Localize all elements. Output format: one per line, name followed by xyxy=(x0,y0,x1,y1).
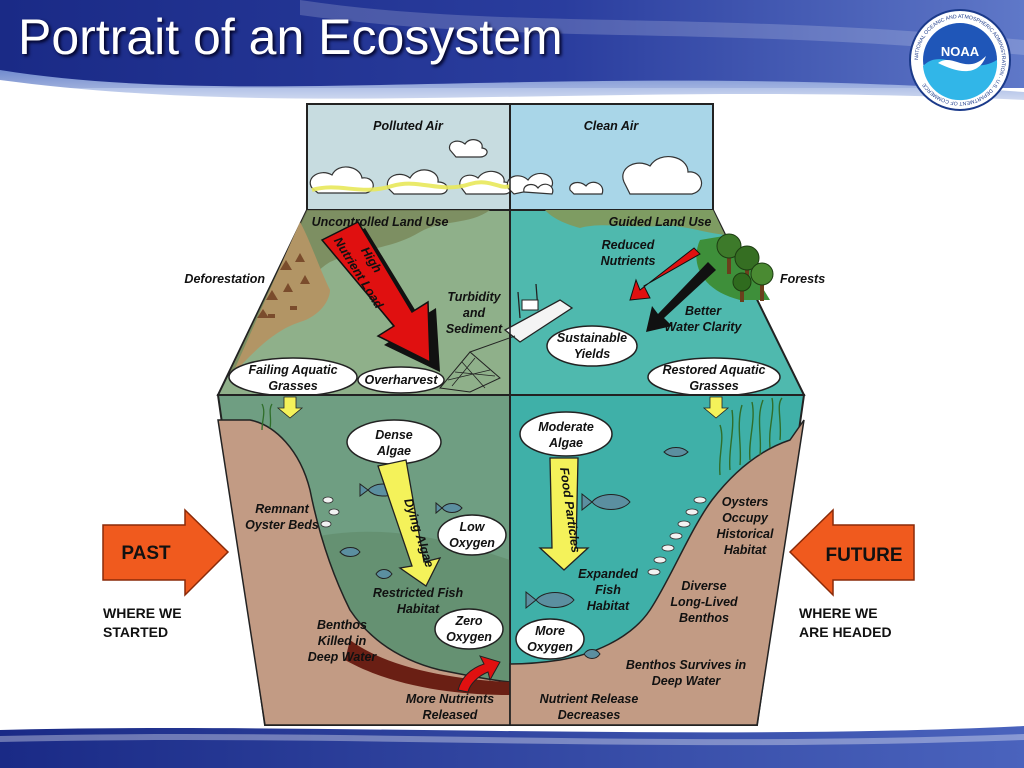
forest-trees-icon xyxy=(716,233,774,302)
overharvest-bubble xyxy=(357,366,445,394)
past-caption-1: WHERE WE xyxy=(103,605,182,621)
restored-grasses-label-1: Restored Aquatic xyxy=(662,363,765,377)
zero-oxygen-label-2: Oxygen xyxy=(446,630,492,644)
failing-grasses-label-1: Failing Aquatic xyxy=(248,363,337,377)
sustainable-label-2: Yields xyxy=(574,347,610,361)
uncontrolled-land-label: Uncontrolled Land Use xyxy=(312,215,449,229)
forest-hill xyxy=(696,235,770,300)
benthos-killed-label-1: Benthos xyxy=(317,618,367,632)
benthos-killed-label-2: Killed in xyxy=(318,634,367,648)
oysters-label-3: Historical xyxy=(717,527,774,541)
overharvest-label: Overharvest xyxy=(365,373,439,387)
oyster-cluster-icon xyxy=(647,496,707,576)
logo-text: NOAA xyxy=(941,44,980,59)
zero-oxygen-bubble xyxy=(434,608,504,650)
footer-band xyxy=(0,726,1024,768)
page-title: Portrait of an Ecosystem xyxy=(18,9,563,65)
more-oxygen-label-1: More xyxy=(535,624,565,638)
sustainable-bubble xyxy=(546,325,638,367)
better-clarity-label-2: Water Clarity xyxy=(665,320,743,334)
expanded-habitat-label-3: Habitat xyxy=(587,599,630,613)
reduced-nutrient-arrow-black xyxy=(646,262,716,332)
restored-grasses-label-2: Grasses xyxy=(689,379,738,393)
forests-label: Forests xyxy=(780,272,825,286)
restricted-habitat-label-2: Habitat xyxy=(397,602,440,616)
guided-land xyxy=(545,210,725,235)
low-oxygen-bubble xyxy=(437,514,507,556)
low-oxygen-label-2: Oxygen xyxy=(449,536,495,550)
benthos-killed-label-3: Deep Water xyxy=(308,650,378,664)
more-oxygen-label-2: Oxygen xyxy=(527,640,573,654)
future-caption-2: ARE HEADED xyxy=(799,624,892,640)
deforestation-label: Deforestation xyxy=(184,272,265,286)
oyster-remnant-icon xyxy=(320,496,340,528)
zero-oxygen-label-1: Zero xyxy=(454,614,482,628)
smog-band xyxy=(311,180,511,192)
oysters-label-2: Occupy xyxy=(722,511,769,525)
oysters-label-4: Habitat xyxy=(724,543,767,557)
moderate-algae-label-2: Algae xyxy=(548,436,583,450)
food-particles-arrow xyxy=(538,457,590,571)
future-label: FUTURE xyxy=(825,545,902,566)
clean-air-label: Clean Air xyxy=(584,119,640,133)
more-nutrients-label-1: More Nutrients xyxy=(406,692,494,706)
reduced-nutrients-label-2: Nutrients xyxy=(601,254,656,268)
future-arrow xyxy=(788,508,915,597)
oysters-label-1: Oysters xyxy=(722,495,769,509)
turbidity-label-1: Turbidity xyxy=(447,290,501,304)
diverse-benthos-label-1: Diverse xyxy=(681,579,726,593)
deforested-hills xyxy=(232,222,330,375)
polluted-air-label: Polluted Air xyxy=(373,119,444,133)
fishing-net-icon xyxy=(439,351,501,393)
remnant-oyster-label-2: Oyster Beds xyxy=(245,518,319,532)
nutrient-release-label-1: Nutrient Release xyxy=(540,692,639,706)
more-nutrients-arrow xyxy=(457,655,501,693)
moderate-algae-bubble xyxy=(519,411,613,457)
past-caption-2: STARTED xyxy=(103,624,168,640)
benthos-survives-label-1: Benthos Survives in xyxy=(626,658,747,672)
fishing-boat-icon xyxy=(469,283,574,353)
dense-algae-label-2: Algae xyxy=(376,444,411,458)
more-oxygen-bubble xyxy=(515,618,585,660)
diverse-benthos-label-3: Benthos xyxy=(679,611,729,625)
nutrient-release-label-2: Decreases xyxy=(558,708,621,722)
guided-land-label: Guided Land Use xyxy=(609,215,712,229)
low-oxygen-label-1: Low xyxy=(460,520,486,534)
reduced-nutrients-label-1: Reduced xyxy=(602,238,655,252)
benthos-survives-label-2: Deep Water xyxy=(652,674,722,688)
future-caption-1: WHERE WE xyxy=(799,605,878,621)
moderate-algae-label-1: Moderate xyxy=(538,420,594,434)
tree-stumps-icon xyxy=(257,253,310,318)
dense-algae-label-1: Dense xyxy=(375,428,413,442)
restored-grasses-arrow xyxy=(702,396,730,419)
better-clarity-label-1: Better xyxy=(685,304,722,318)
reduced-nutrient-arrow-red xyxy=(629,247,701,301)
turbidity-label-3: Sediment xyxy=(446,322,503,336)
sparse-grass-icon xyxy=(261,403,273,431)
expanded-habitat-label-2: Fish xyxy=(595,583,621,597)
more-nutrients-label-2: Released xyxy=(423,708,478,722)
dying-algae-arrow xyxy=(377,459,442,587)
sustainable-label-1: Sustainable xyxy=(557,331,627,345)
noaa-logo: NOAA NATIONAL OCEANIC AND ATMOSPHERIC AD… xyxy=(909,9,1011,111)
expanded-habitat-label-1: Expanded xyxy=(578,567,638,581)
future-sediment xyxy=(509,419,805,726)
past-label: PAST xyxy=(121,543,171,564)
header-band xyxy=(0,0,1024,120)
seagrass-icon xyxy=(718,397,783,476)
diverse-benthos-label-2: Long-Lived xyxy=(670,595,738,609)
remnant-oyster-label-1: Remnant xyxy=(255,502,309,516)
turbidity-label-2: and xyxy=(463,306,486,320)
restricted-habitat-label-1: Restricted Fish xyxy=(373,586,464,600)
past-arrow xyxy=(102,508,230,597)
failing-grasses-arrow xyxy=(276,396,304,419)
failing-grasses-label-2: Grasses xyxy=(268,379,317,393)
